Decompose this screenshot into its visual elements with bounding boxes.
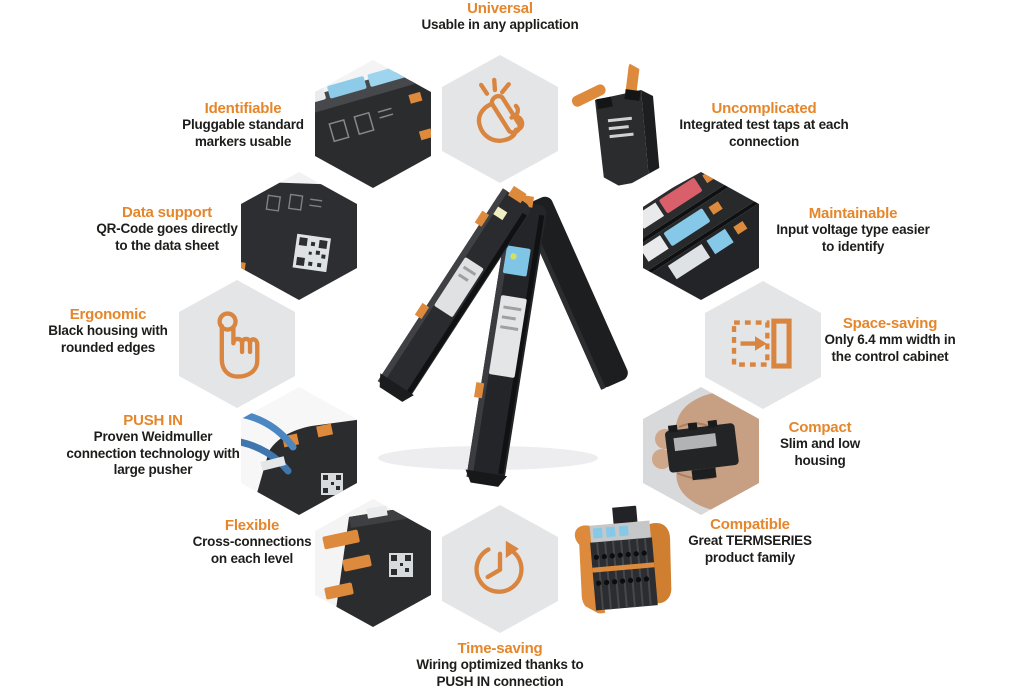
modules-with-cross-connections bbox=[315, 499, 431, 627]
maintainable-photo-hex bbox=[643, 172, 759, 300]
time-saving-icon-hex bbox=[442, 505, 558, 633]
feature-compatible-title: Compatible bbox=[710, 516, 790, 533]
feature-flexible-desc: Cross-connections on each level bbox=[192, 534, 312, 566]
feature-identifiable-desc: Pluggable standard markers usable bbox=[182, 117, 304, 149]
feature-data-support: Data support QR-Code goes directly to th… bbox=[90, 205, 245, 254]
feature-identifiable-title: Identifiable bbox=[204, 100, 282, 117]
feature-push-in-desc: Proven Weidmuller connection technology … bbox=[66, 429, 240, 477]
compact-photo-hex bbox=[643, 387, 759, 515]
feature-time-saving-desc: Wiring optimized thanks to PUSH IN conne… bbox=[416, 657, 584, 689]
feature-maintainable-title: Maintainable bbox=[808, 205, 898, 222]
feature-data-support-desc: QR-Code goes directly to the data sheet bbox=[96, 221, 238, 253]
clock-rotation-icon bbox=[474, 540, 524, 594]
compatible-photo-hex bbox=[565, 499, 681, 627]
width-reduction-icon bbox=[731, 318, 792, 369]
feature-compact: Compact Slim and low housing bbox=[773, 420, 868, 469]
feature-uncomplicated-title: Uncomplicated bbox=[711, 100, 817, 117]
flexible-photo-hex bbox=[315, 499, 431, 627]
feature-space-saving-title: Space-saving bbox=[842, 315, 938, 332]
termseries-module-assembly bbox=[565, 499, 681, 627]
touch-hand-icon bbox=[217, 311, 260, 379]
ergonomic-icon-hex bbox=[179, 280, 295, 408]
feature-ergonomic: Ergonomic Black housing with rounded edg… bbox=[43, 307, 173, 356]
feature-time-saving-title: Time-saving bbox=[457, 640, 543, 657]
feature-universal-title: Universal bbox=[467, 0, 533, 17]
feature-flexible: Flexible Cross-connections on each level bbox=[192, 518, 312, 567]
feature-compact-title: Compact bbox=[788, 419, 852, 436]
feature-data-support-title: Data support bbox=[121, 204, 213, 221]
easy-snap-icon bbox=[476, 77, 525, 143]
feature-space-saving-desc: Only 6.4 mm width in the control cabinet bbox=[824, 332, 956, 364]
modules-with-colored-markers bbox=[643, 172, 759, 300]
feature-universal-desc: Usable in any application bbox=[421, 17, 579, 32]
feature-flexible-title: Flexible bbox=[224, 517, 280, 534]
feature-push-in-title: PUSH IN bbox=[123, 412, 183, 429]
feature-maintainable: Maintainable Input voltage type easier t… bbox=[771, 206, 936, 255]
feature-space-saving: Space-saving Only 6.4 mm width in the co… bbox=[818, 316, 963, 365]
feature-compatible-desc: Great TERMSERIES product family bbox=[688, 533, 812, 565]
modules-with-blue-wires bbox=[241, 387, 357, 515]
data-support-photo-hex bbox=[241, 172, 357, 300]
feature-identifiable: Identifiable Pluggable standard markers … bbox=[168, 101, 318, 150]
relay-modules-illustration bbox=[377, 185, 628, 487]
space-saving-icon-hex bbox=[705, 281, 821, 409]
push-in-photo-hex bbox=[241, 387, 357, 515]
feature-compact-desc: Slim and low housing bbox=[779, 436, 861, 468]
module-with-qr-code bbox=[241, 172, 357, 300]
feature-push-in: PUSH IN Proven Weidmuller connection tec… bbox=[66, 413, 241, 479]
feature-uncomplicated: Uncomplicated Integrated test taps at ea… bbox=[673, 101, 855, 150]
feature-ergonomic-title: Ergonomic bbox=[69, 306, 147, 323]
feature-uncomplicated-desc: Integrated test taps at each connection bbox=[679, 117, 849, 149]
feature-ergonomic-desc: Black housing with rounded edges bbox=[48, 323, 168, 355]
feature-universal: Universal Usable in any application bbox=[400, 1, 600, 34]
feature-compatible: Compatible Great TERMSERIES product fami… bbox=[680, 517, 820, 566]
feature-maintainable-desc: Input voltage type easier to identify bbox=[776, 222, 930, 254]
hand-holding-module bbox=[643, 387, 759, 515]
termseries-relay-modules-image bbox=[368, 158, 648, 488]
feature-time-saving: Time-saving Wiring optimized thanks to P… bbox=[413, 641, 588, 690]
